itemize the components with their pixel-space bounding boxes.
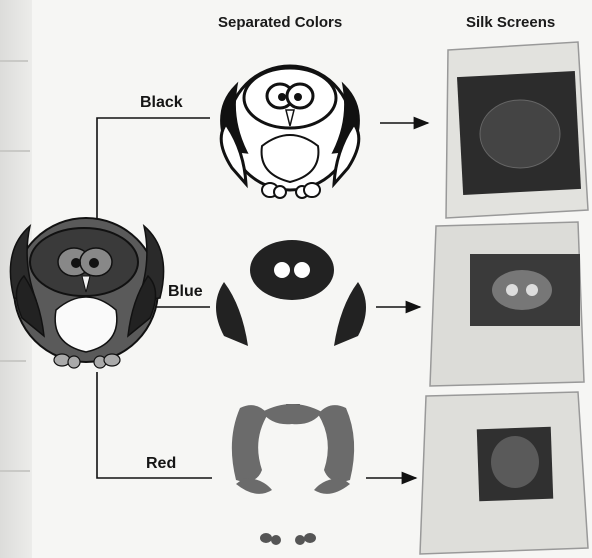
full-color-owl-illustration [10, 218, 163, 368]
connector-black [97, 118, 210, 230]
black-separation-owl [221, 66, 359, 198]
silk-screen-blue [430, 222, 584, 386]
blue-separation-owl [216, 240, 366, 346]
silk-screen-black [446, 42, 588, 218]
red-separation-owl [232, 404, 354, 545]
connector-red [97, 372, 212, 478]
silk-screen-red [420, 392, 588, 554]
